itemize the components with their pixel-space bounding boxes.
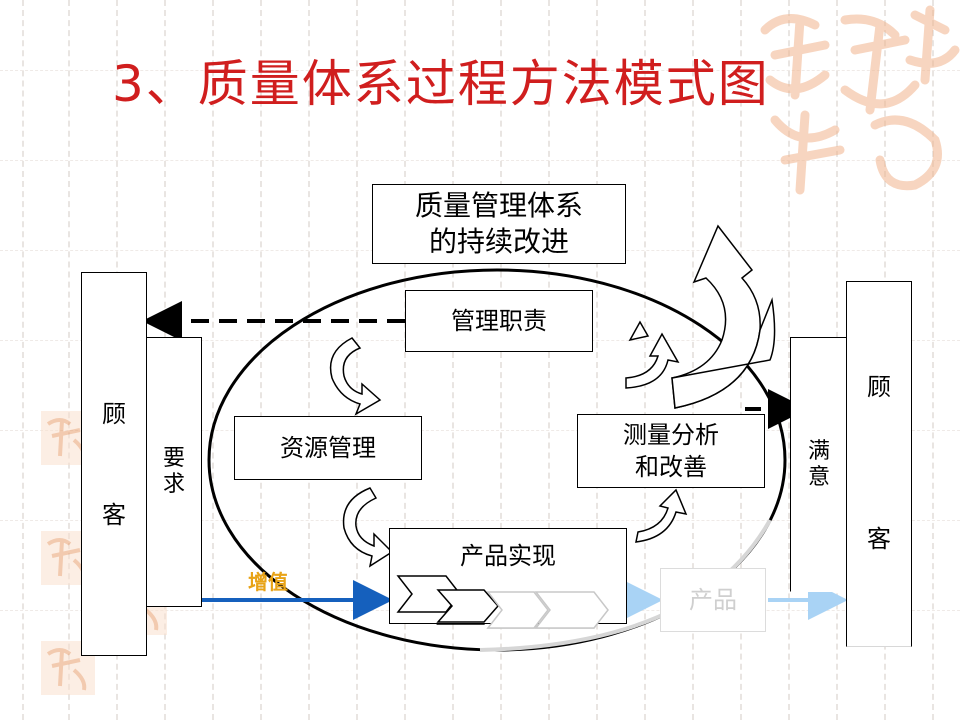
page-title: 3、质量体系过程方法模式图 xyxy=(112,55,770,113)
product-label: 产品 xyxy=(689,586,737,614)
requirements-box: 要 求 xyxy=(146,337,202,607)
satisfaction-char2: 意 xyxy=(807,464,830,490)
improvement-arrow xyxy=(671,224,776,409)
curved-arrow-1 xyxy=(329,337,382,416)
customer-right-char2: 客 xyxy=(867,525,891,553)
measurement-analysis-box: 测量分析 和改善 xyxy=(577,414,765,488)
requirements-char2: 求 xyxy=(162,472,185,497)
measurement-analysis-line1: 测量分析 xyxy=(623,421,719,449)
management-responsibility-label: 管理职责 xyxy=(451,307,547,335)
continual-improvement-line2: 的持续改进 xyxy=(428,225,569,258)
resource-management-box: 资源管理 xyxy=(234,416,422,480)
management-responsibility-box: 管理职责 xyxy=(405,290,593,352)
requirements-char1: 要 xyxy=(162,446,185,471)
curved-arrow-2 xyxy=(342,487,394,568)
value-added-label: 增值 xyxy=(248,570,288,594)
measurement-analysis-line2: 和改善 xyxy=(635,453,707,481)
curved-arrow-3 xyxy=(635,488,688,543)
customer-right-char1: 顾 xyxy=(867,373,891,401)
continual-improvement-box: 质量管理体系 的持续改进 xyxy=(372,184,626,264)
customer-left-box: 顾 客 xyxy=(81,272,147,656)
seal-watermark xyxy=(760,5,960,195)
product-realization-label: 产品实现 xyxy=(460,542,556,570)
product-box: 产品 xyxy=(660,568,766,632)
customer-left-char1: 顾 xyxy=(102,399,126,428)
resource-management-label: 资源管理 xyxy=(280,434,376,462)
customer-left-char2: 客 xyxy=(102,500,126,529)
customer-right-box: 顾 客 xyxy=(846,281,912,647)
satisfaction-char1: 满 xyxy=(807,438,830,464)
curved-arrow-4 xyxy=(625,320,680,389)
satisfaction-box: 满 意 xyxy=(790,337,848,592)
continual-improvement-line1: 质量管理体系 xyxy=(414,189,583,222)
